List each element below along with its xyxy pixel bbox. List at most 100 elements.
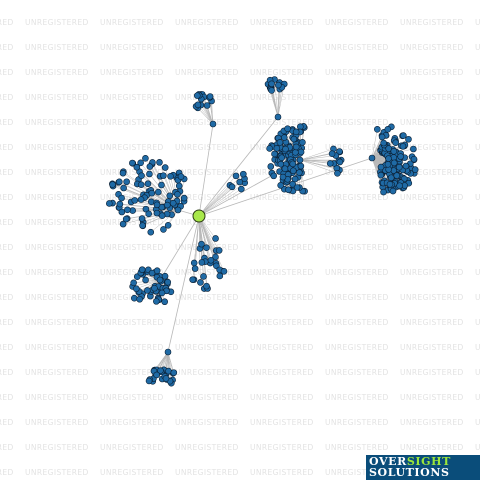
- graph-node: [119, 169, 127, 177]
- watermark-text: UNREGISTERED: [0, 443, 14, 452]
- watermark-text: UNREGISTERED: [0, 318, 14, 327]
- watermark-text: UNREGISTERED: [400, 418, 464, 427]
- graph-node: [384, 126, 392, 133]
- watermark-text: UNREGISTERED: [475, 68, 480, 77]
- graph-node: [268, 80, 275, 88]
- graph-node: [384, 161, 392, 168]
- watermark-text: UNREGISTERED: [325, 343, 389, 352]
- graph-node: [374, 125, 381, 133]
- graph-node: [118, 194, 125, 202]
- graph-node: [380, 139, 387, 147]
- edge: [198, 188, 242, 217]
- graph-node: [236, 178, 243, 186]
- watermark-text: UNREGISTERED: [100, 443, 164, 452]
- graph-node: [215, 247, 223, 254]
- graph-node: [240, 170, 247, 178]
- watermark-text: UNREGISTERED: [0, 343, 14, 352]
- graph-node: [169, 199, 177, 207]
- watermark-text: UNREGISTERED: [25, 93, 89, 102]
- edge: [299, 155, 336, 161]
- watermark-text: UNREGISTERED: [25, 293, 89, 302]
- watermark-text: UNREGISTERED: [175, 193, 239, 202]
- edge: [126, 209, 179, 220]
- graph-node: [368, 154, 376, 162]
- graph-node: [153, 201, 161, 209]
- graph-node: [160, 226, 167, 233]
- watermark-text: UNREGISTERED: [475, 243, 480, 252]
- watermark-text: UNREGISTERED: [475, 268, 480, 277]
- graph-node: [410, 145, 417, 153]
- edge: [132, 279, 161, 287]
- graph-node: [277, 182, 284, 189]
- watermark-text: UNREGISTERED: [250, 443, 314, 452]
- watermark-text: UNREGISTERED: [100, 318, 164, 327]
- graph-node: [292, 128, 300, 136]
- watermark-text: UNREGISTERED: [400, 143, 464, 152]
- watermark-text: UNREGISTERED: [325, 443, 389, 452]
- graph-node: [390, 148, 398, 155]
- watermark-text: UNREGISTERED: [25, 18, 89, 27]
- edge: [198, 215, 220, 251]
- watermark-text: UNREGISTERED: [475, 118, 480, 127]
- watermark-text: UNREGISTERED: [400, 68, 464, 77]
- graph-node: [266, 145, 273, 152]
- graph-node: [328, 150, 336, 158]
- graph-node: [142, 276, 149, 284]
- graph-node: [122, 215, 130, 223]
- graph-node: [411, 166, 419, 173]
- watermark-text: UNREGISTERED: [475, 393, 480, 402]
- watermark-text: UNREGISTERED: [325, 93, 389, 102]
- watermark-text: UNREGISTERED: [175, 293, 239, 302]
- watermark-text: UNREGISTERED: [100, 243, 164, 252]
- graph-node: [130, 279, 137, 287]
- watermark-text: UNREGISTERED: [175, 18, 239, 27]
- watermark-text: UNREGISTERED: [250, 218, 314, 227]
- graph-node: [207, 256, 215, 264]
- logo-line-2: SOLUTIONS: [369, 466, 450, 479]
- watermark-text: UNREGISTERED: [475, 18, 480, 27]
- watermark-text: UNREGISTERED: [400, 443, 464, 452]
- graph-node: [137, 181, 145, 189]
- watermark-text: UNREGISTERED: [475, 43, 480, 52]
- graph-node: [206, 93, 214, 100]
- watermark-text: UNREGISTERED: [175, 43, 239, 52]
- graph-node: [106, 200, 113, 207]
- graph-node: [153, 298, 160, 305]
- graph-node: [389, 187, 397, 195]
- graph-node: [191, 265, 199, 272]
- graph-node: [133, 163, 141, 171]
- watermark-text: UNREGISTERED: [325, 143, 389, 152]
- watermark-text: UNREGISTERED: [475, 318, 480, 327]
- graph-node: [393, 172, 401, 179]
- edge: [198, 182, 245, 217]
- graph-node: [146, 163, 154, 170]
- graph-node: [164, 278, 172, 286]
- graph-node: [268, 87, 275, 94]
- watermark-text: UNREGISTERED: [475, 168, 480, 177]
- graph-node: [232, 172, 240, 180]
- graph-node: [271, 150, 278, 158]
- graph-node: [120, 184, 127, 192]
- watermark-text: UNREGISTERED: [175, 343, 239, 352]
- edge: [198, 215, 203, 263]
- watermark-text: UNREGISTERED: [25, 43, 89, 52]
- graph-node: [273, 145, 281, 152]
- edge: [198, 215, 212, 261]
- watermark-text: UNREGISTERED: [100, 118, 164, 127]
- graph-node: [193, 92, 201, 99]
- graph-node: [289, 180, 296, 188]
- watermark-text: UNREGISTERED: [250, 318, 314, 327]
- watermark-text: UNREGISTERED: [25, 143, 89, 152]
- graph-node: [281, 165, 289, 173]
- graph-node: [212, 235, 219, 242]
- watermark-text: UNREGISTERED: [250, 343, 314, 352]
- watermark-text: UNREGISTERED: [325, 318, 389, 327]
- watermark-text: UNREGISTERED: [0, 418, 14, 427]
- graph-node: [144, 180, 152, 188]
- graph-node: [285, 186, 292, 194]
- graph-node: [396, 182, 403, 190]
- edge: [299, 159, 338, 174]
- watermark-text: UNREGISTERED: [0, 243, 14, 252]
- graph-node: [203, 244, 210, 251]
